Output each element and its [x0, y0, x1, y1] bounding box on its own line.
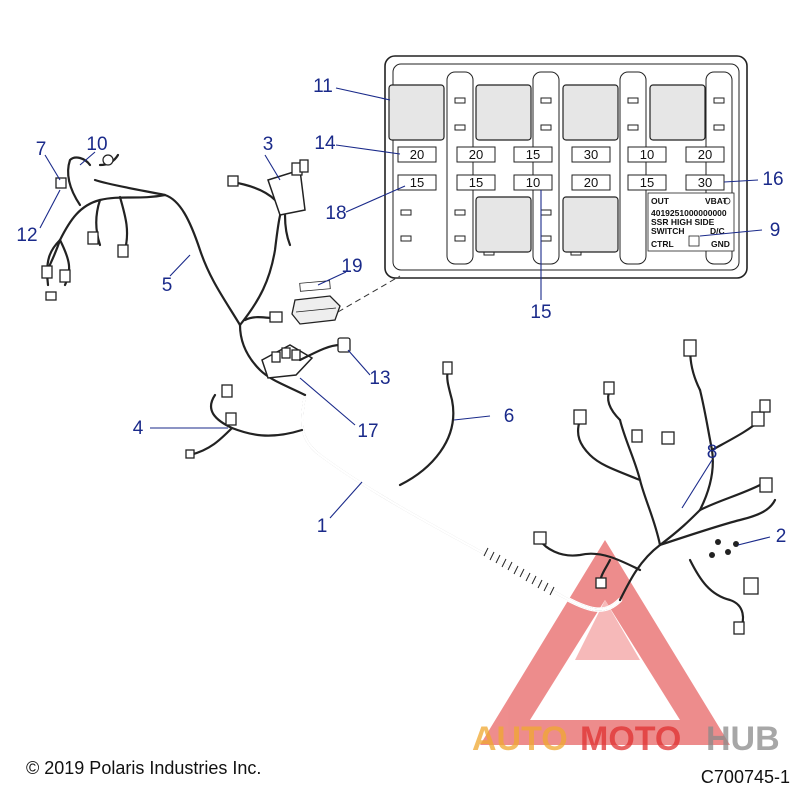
- callout-8: 8: [707, 442, 718, 463]
- copyright-text: © 2019 Polaris Industries Inc.: [26, 758, 262, 778]
- watermark-triangle-icon: [480, 540, 730, 745]
- watermark-text: AUTO MOTO HUB: [472, 720, 780, 758]
- watermark-triangle-inner-icon: [575, 600, 640, 660]
- callout-15: 15: [530, 302, 551, 323]
- left-sub-harness: [41, 153, 167, 301]
- fuse-1-6: 20: [698, 147, 712, 162]
- main-harness: [93, 178, 623, 612]
- fuse-box-channels: [446, 71, 733, 265]
- callout-14: 14: [314, 133, 336, 154]
- relay-6: [562, 196, 619, 253]
- fuse-1-3: 15: [526, 147, 540, 162]
- watermark-moto: MOTO: [580, 720, 681, 758]
- callout-6: 6: [504, 406, 515, 427]
- relay-2: [475, 84, 532, 141]
- diagram-id: C700745-1: [700, 767, 790, 787]
- callout-17: 17: [357, 421, 378, 442]
- watermark: [480, 540, 730, 745]
- fuse-1-4: 30: [584, 147, 598, 162]
- callout-16: 16: [762, 169, 783, 190]
- callout-12: 12: [16, 225, 37, 246]
- callout-2: 2: [776, 526, 787, 547]
- fuse-2-3: 10: [526, 175, 540, 190]
- watermark-hub: HUB: [706, 720, 780, 758]
- relay-5: [475, 196, 532, 253]
- fuse-2-4: 20: [584, 175, 598, 190]
- callout-18: 18: [325, 203, 346, 224]
- callout-19: 19: [341, 256, 362, 277]
- fuse-2-1: 15: [410, 175, 424, 190]
- relay-1: [388, 84, 445, 141]
- callout-7: 7: [36, 139, 47, 160]
- fuse-box-cover: [291, 280, 341, 325]
- leader-lines: [39, 87, 771, 546]
- fuse-row-1: 20 20 15 30 10 20: [397, 146, 725, 163]
- ssr-gnd-label: GND: [711, 239, 730, 249]
- watermark-auto: AUTO: [472, 720, 568, 758]
- fuse-1-1: 20: [410, 147, 424, 162]
- fuse-1-5: 10: [640, 147, 654, 162]
- fuse-2-5: 15: [640, 175, 654, 190]
- ssr-line-2: SWITCH: [651, 226, 685, 236]
- ssr-line-1: SSR HIGH SIDE: [651, 217, 715, 227]
- callout-5: 5: [162, 275, 173, 296]
- callout-10: 10: [86, 134, 107, 155]
- right-sub-harness: [533, 339, 777, 635]
- ssr-part-number: 4019251000000000: [651, 208, 727, 218]
- relay-3: [562, 84, 619, 141]
- callout-13: 13: [369, 368, 390, 389]
- relay-4: [649, 84, 706, 141]
- ssr-vbat-label: VBAT: [705, 196, 728, 206]
- projection-line: [337, 275, 401, 313]
- ssr-panel: OUT VBAT 4019251000000000 SSR HIGH SIDE …: [647, 192, 735, 252]
- connector-3-group: [227, 159, 309, 247]
- callout-4: 4: [133, 418, 144, 439]
- fuse-box-detail: 20 20 15 30 10 20 15 15 10 20 15 30: [384, 55, 748, 279]
- ssr-ctrl-label: CTRL: [651, 239, 674, 249]
- callout-1: 1: [317, 516, 328, 537]
- fuse-label-sticker: [299, 280, 331, 292]
- callout-11: 11: [313, 76, 333, 97]
- callouts: 11 14 18 16 9 15 19 13 17 6 4 1 8 2 3 5 …: [16, 76, 786, 547]
- ssr-out-label: OUT: [651, 196, 670, 206]
- fuse-1-2: 20: [469, 147, 483, 162]
- harness-fuse-box: [261, 337, 351, 379]
- relays: [388, 84, 706, 253]
- fuse-2-2: 15: [469, 175, 483, 190]
- fuse-2-6: 30: [698, 175, 712, 190]
- fuse-row-2: 15 15 10 20 15 30: [397, 174, 725, 191]
- callout-3: 3: [263, 134, 274, 155]
- ssr-line-dc: D/C: [710, 226, 725, 236]
- callout-9: 9: [770, 220, 781, 241]
